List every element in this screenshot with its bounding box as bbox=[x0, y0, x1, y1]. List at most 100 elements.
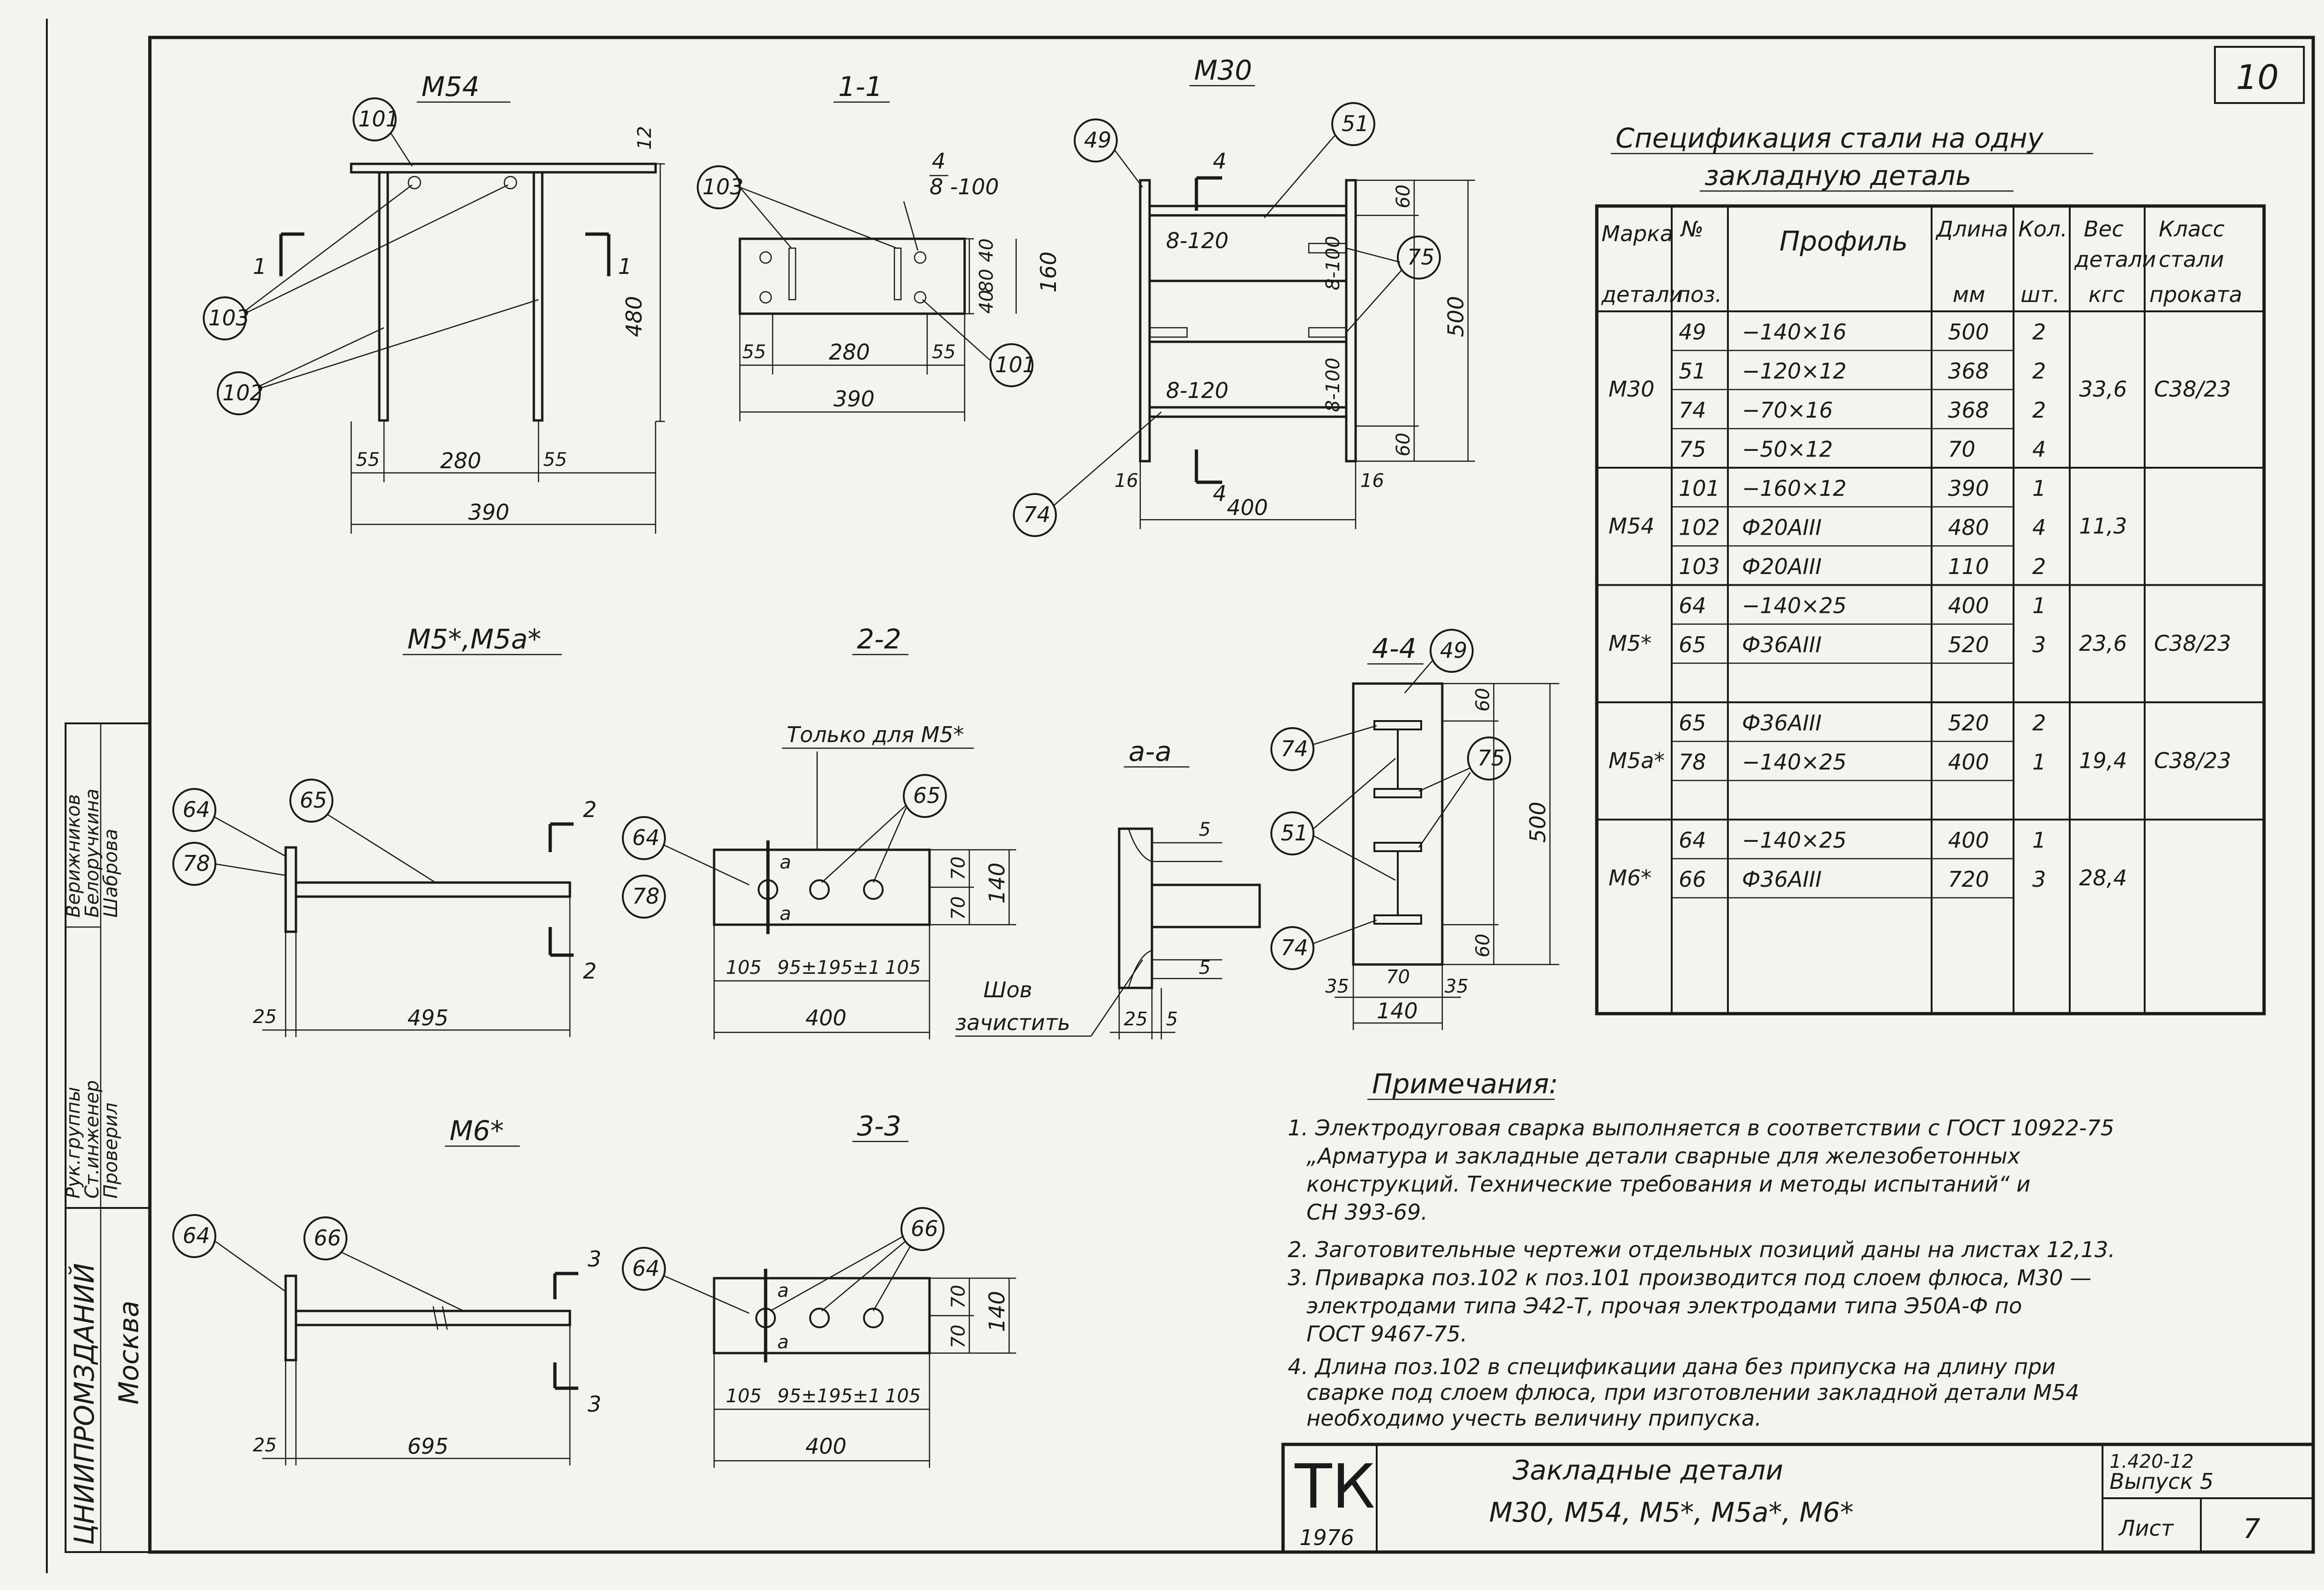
spec-title-1: Спецификация стали на одну bbox=[1616, 122, 2044, 154]
callout-64-c bbox=[172, 1214, 216, 1258]
callout-74-a bbox=[1013, 493, 1057, 537]
spec-qty: 3 bbox=[2032, 867, 2046, 892]
svg-text:140: 140 bbox=[1377, 998, 1418, 1023]
spec-profile: Ф20АIII bbox=[1742, 554, 1822, 579]
svg-text:проката: проката bbox=[2149, 282, 2242, 307]
svg-text:95±1: 95±1 bbox=[829, 1385, 880, 1407]
note-line-2: „Арматура и закладные детали сварные для… bbox=[1306, 1143, 2021, 1169]
svg-text:70: 70 bbox=[948, 856, 969, 880]
svg-text:95±1: 95±1 bbox=[777, 1385, 829, 1407]
spec-length: 368 bbox=[1948, 359, 1989, 384]
svg-text:2: 2 bbox=[583, 797, 597, 822]
svg-text:35: 35 bbox=[1325, 976, 1349, 997]
svg-text:103: 103 bbox=[208, 305, 250, 331]
stamp-name-1: Верижников bbox=[63, 794, 84, 918]
spec-mark: M5a* bbox=[1608, 748, 1665, 773]
callout-64-b bbox=[622, 816, 666, 860]
svg-text:a: a bbox=[780, 903, 791, 925]
svg-text:мм: мм bbox=[1953, 282, 1985, 307]
callout-101-b bbox=[989, 343, 1033, 387]
section-1-1: 1-1 103 4 8 -100 101 40 80 40 160 5 bbox=[697, 71, 1061, 421]
svg-text:8-100: 8-100 bbox=[1322, 236, 1344, 290]
svg-text:65: 65 bbox=[913, 783, 941, 808]
svg-text:1: 1 bbox=[618, 254, 632, 279]
callout-65-b bbox=[903, 774, 947, 818]
svg-text:детали: детали bbox=[1601, 282, 1683, 307]
only-m5-note: Только для M5* bbox=[787, 722, 964, 747]
callout-64-a bbox=[172, 788, 216, 832]
spec-class: C38/23 bbox=[2154, 376, 2231, 402]
spec-length: 520 bbox=[1948, 710, 1989, 736]
stamp-city: Москва bbox=[113, 1301, 145, 1405]
svg-text:78: 78 bbox=[632, 883, 660, 909]
svg-text:480: 480 bbox=[621, 296, 647, 337]
svg-text:65: 65 bbox=[300, 788, 327, 813]
notes-heading: Примечания: bbox=[1372, 1068, 1558, 1100]
spec-profile: Ф20АIII bbox=[1742, 515, 1822, 540]
callout-51-b bbox=[1270, 811, 1314, 855]
spec-table: Спецификация стали на одну закладную дет… bbox=[1595, 122, 2266, 1016]
spec-pos: 64 bbox=[1679, 828, 1706, 853]
section-4-4: 4-4 49 74 51 75 74 60 bbox=[1270, 629, 1559, 1030]
note-line-9: 4. Длина поз.102 в спецификации дана без… bbox=[1288, 1354, 2056, 1379]
svg-text:шт.: шт. bbox=[2021, 282, 2060, 307]
spec-qty: 4 bbox=[2032, 437, 2046, 462]
svg-text:390: 390 bbox=[834, 386, 875, 412]
spec-profile: −70×16 bbox=[1742, 398, 1833, 423]
svg-text:102: 102 bbox=[222, 380, 264, 405]
svg-text:35: 35 bbox=[1445, 976, 1468, 997]
svg-text:400: 400 bbox=[805, 1434, 847, 1459]
spec-profile: −120×12 bbox=[1742, 359, 1846, 384]
view-m5-title: M5*,M5a* bbox=[407, 623, 541, 655]
spec-pos: 74 bbox=[1679, 398, 1706, 423]
svg-text:4: 4 bbox=[932, 148, 945, 174]
section-2-2: 2-2 Только для M5* a a 64 78 65 70 70 14… bbox=[622, 623, 1016, 1039]
callout-78-b bbox=[622, 875, 666, 919]
note-line-11: необходимо учесть величину припуска. bbox=[1306, 1406, 1762, 1431]
spec-pos: 101 bbox=[1679, 476, 1720, 501]
svg-text:495: 495 bbox=[407, 1005, 449, 1031]
view-m54-title: M54 bbox=[421, 71, 480, 103]
svg-text:16: 16 bbox=[1360, 470, 1384, 492]
spec-weight: 23,6 bbox=[2079, 631, 2127, 656]
title-line-1: Закладные детали bbox=[1512, 1454, 1783, 1486]
svg-text:70: 70 bbox=[948, 896, 969, 920]
spec-pos: 103 bbox=[1679, 554, 1720, 579]
svg-text:Длина: Длина bbox=[1935, 216, 2008, 242]
section-3-3: 3-3 a a 64 66 70 70 140 105 95±1 95±1 10… bbox=[622, 1110, 1016, 1468]
svg-text:105: 105 bbox=[726, 957, 761, 979]
spec-qty: 2 bbox=[2032, 398, 2046, 423]
spec-length: 400 bbox=[1948, 828, 1989, 853]
svg-text:400: 400 bbox=[805, 1005, 847, 1031]
svg-text:Класс: Класс bbox=[2159, 216, 2225, 242]
view-m6: M6* 64 66 3 3 25 695 bbox=[172, 1115, 601, 1465]
svg-text:390: 390 bbox=[468, 500, 509, 525]
spec-profile: −140×25 bbox=[1742, 593, 1846, 618]
spec-pos: 51 bbox=[1679, 359, 1706, 384]
spec-length: 400 bbox=[1948, 593, 1989, 618]
svg-text:16: 16 bbox=[1114, 470, 1138, 492]
view-m30-title: M30 bbox=[1194, 54, 1252, 86]
spec-qty: 2 bbox=[2032, 710, 2046, 736]
svg-text:51: 51 bbox=[1281, 820, 1308, 846]
title-line-2: M30, M54, M5*, M5a*, M6* bbox=[1489, 1496, 1854, 1528]
svg-text:160: 160 bbox=[1036, 251, 1061, 293]
svg-text:105: 105 bbox=[726, 1385, 761, 1407]
stamp-name-3: Шаброва bbox=[100, 829, 122, 918]
svg-text:103: 103 bbox=[702, 174, 744, 199]
spec-qty: 2 bbox=[2032, 319, 2046, 345]
view-m5: M5*,M5a* 64 78 65 2 2 25 495 bbox=[172, 623, 597, 1037]
svg-text:105: 105 bbox=[885, 1385, 921, 1407]
sheet-number: 7 bbox=[2243, 1513, 2260, 1545]
spec-length: 70 bbox=[1948, 437, 1976, 462]
section-4-4-title: 4-4 bbox=[1372, 633, 1417, 664]
svg-text:60: 60 bbox=[1472, 688, 1494, 712]
svg-text:101: 101 bbox=[995, 352, 1036, 377]
note-line-4: СН 393-69. bbox=[1306, 1200, 1428, 1225]
spec-qty: 1 bbox=[2032, 750, 2046, 775]
svg-text:55: 55 bbox=[932, 341, 956, 363]
section-a-a: a-a 5 5 Шов зачистить 25 5 bbox=[955, 736, 1261, 1039]
spec-mark: M30 bbox=[1608, 376, 1654, 402]
